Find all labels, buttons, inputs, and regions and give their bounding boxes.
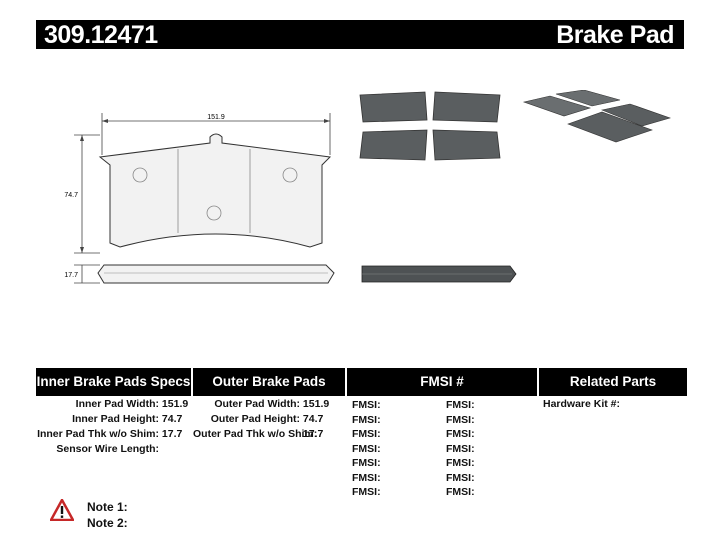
related-parts-header: Related Parts (539, 368, 687, 396)
width-dimension: 151.9 (207, 114, 225, 121)
product-type: Brake Pad (556, 21, 674, 49)
warning-icon (50, 499, 74, 521)
title-bar: 309.12471 Brake Pad (36, 20, 684, 49)
fmsi-label: FMSI: (446, 457, 475, 469)
inner-spec-row: Sensor Wire Length: (56, 443, 159, 455)
fmsi-label: FMSI: (446, 413, 475, 426)
pad-technical-drawing: 151.9 74.7 17.7 (64, 113, 335, 284)
inner-spec-row: Inner Pad Width: 151.9 (75, 398, 189, 410)
thickness-dimension: 17.7 (64, 272, 78, 279)
inner-spec-row: Inner Pad Height: 74.7 (72, 413, 183, 425)
part-number: 309.12471 (44, 21, 158, 49)
height-dimension: 74.7 (64, 192, 78, 199)
pad-photo-front (359, 91, 501, 161)
note-2: Note 2: (87, 516, 128, 530)
note-1: Note 1: (87, 500, 128, 514)
fmsi-label: FMSI: (352, 457, 381, 469)
fmsi-label: FMSI: (446, 442, 475, 455)
outer-specs-header: Outer Brake Pads Specs (193, 368, 345, 417)
fmsi-label: FMSI: (446, 399, 475, 411)
fmsi-label: FMSI: (446, 486, 475, 498)
fmsi-label: FMSI: (446, 428, 475, 440)
fmsi-label: FMSI: (446, 471, 475, 484)
hardware-kit-label: Hardware Kit #: (543, 398, 621, 410)
outer-spec-row: Outer Pad Width: 151.9 (214, 398, 330, 410)
outer-specs-list: Outer Pad Width: 151.9 Outer Pad Height:… (193, 397, 345, 442)
fmsi-label: FMSI: (352, 428, 381, 440)
pad-photo-angled (522, 90, 671, 143)
inner-specs-header: Inner Brake Pads Specs (36, 368, 191, 396)
fmsi-label: FMSI: (352, 486, 381, 498)
fmsi-label: FMSI: (352, 442, 381, 455)
fmsi-label: FMSI: (352, 413, 381, 426)
fmsi-label: FMSI: (352, 399, 381, 411)
inner-spec-row: Inner Pad Thk w/o Shim: 17.7 (37, 428, 183, 440)
fmsi-list-left: FMSI: FMSI: FMSI: FMSI: FMSI: FMSI: FMSI… (352, 398, 381, 500)
fmsi-list-right: FMSI: FMSI: FMSI: FMSI: FMSI: FMSI: FMSI… (446, 398, 475, 500)
outer-spec-row: Outer Pad Thk w/o Shim: 17.7 (193, 428, 324, 440)
fmsi-label: FMSI: (352, 471, 381, 484)
inner-specs-list: Inner Pad Width: 151.9 Inner Pad Height:… (36, 397, 191, 457)
outer-spec-row: Outer Pad Height: 74.7 (210, 413, 324, 425)
fmsi-header: FMSI # (347, 368, 537, 396)
pad-photo-side (361, 265, 517, 283)
